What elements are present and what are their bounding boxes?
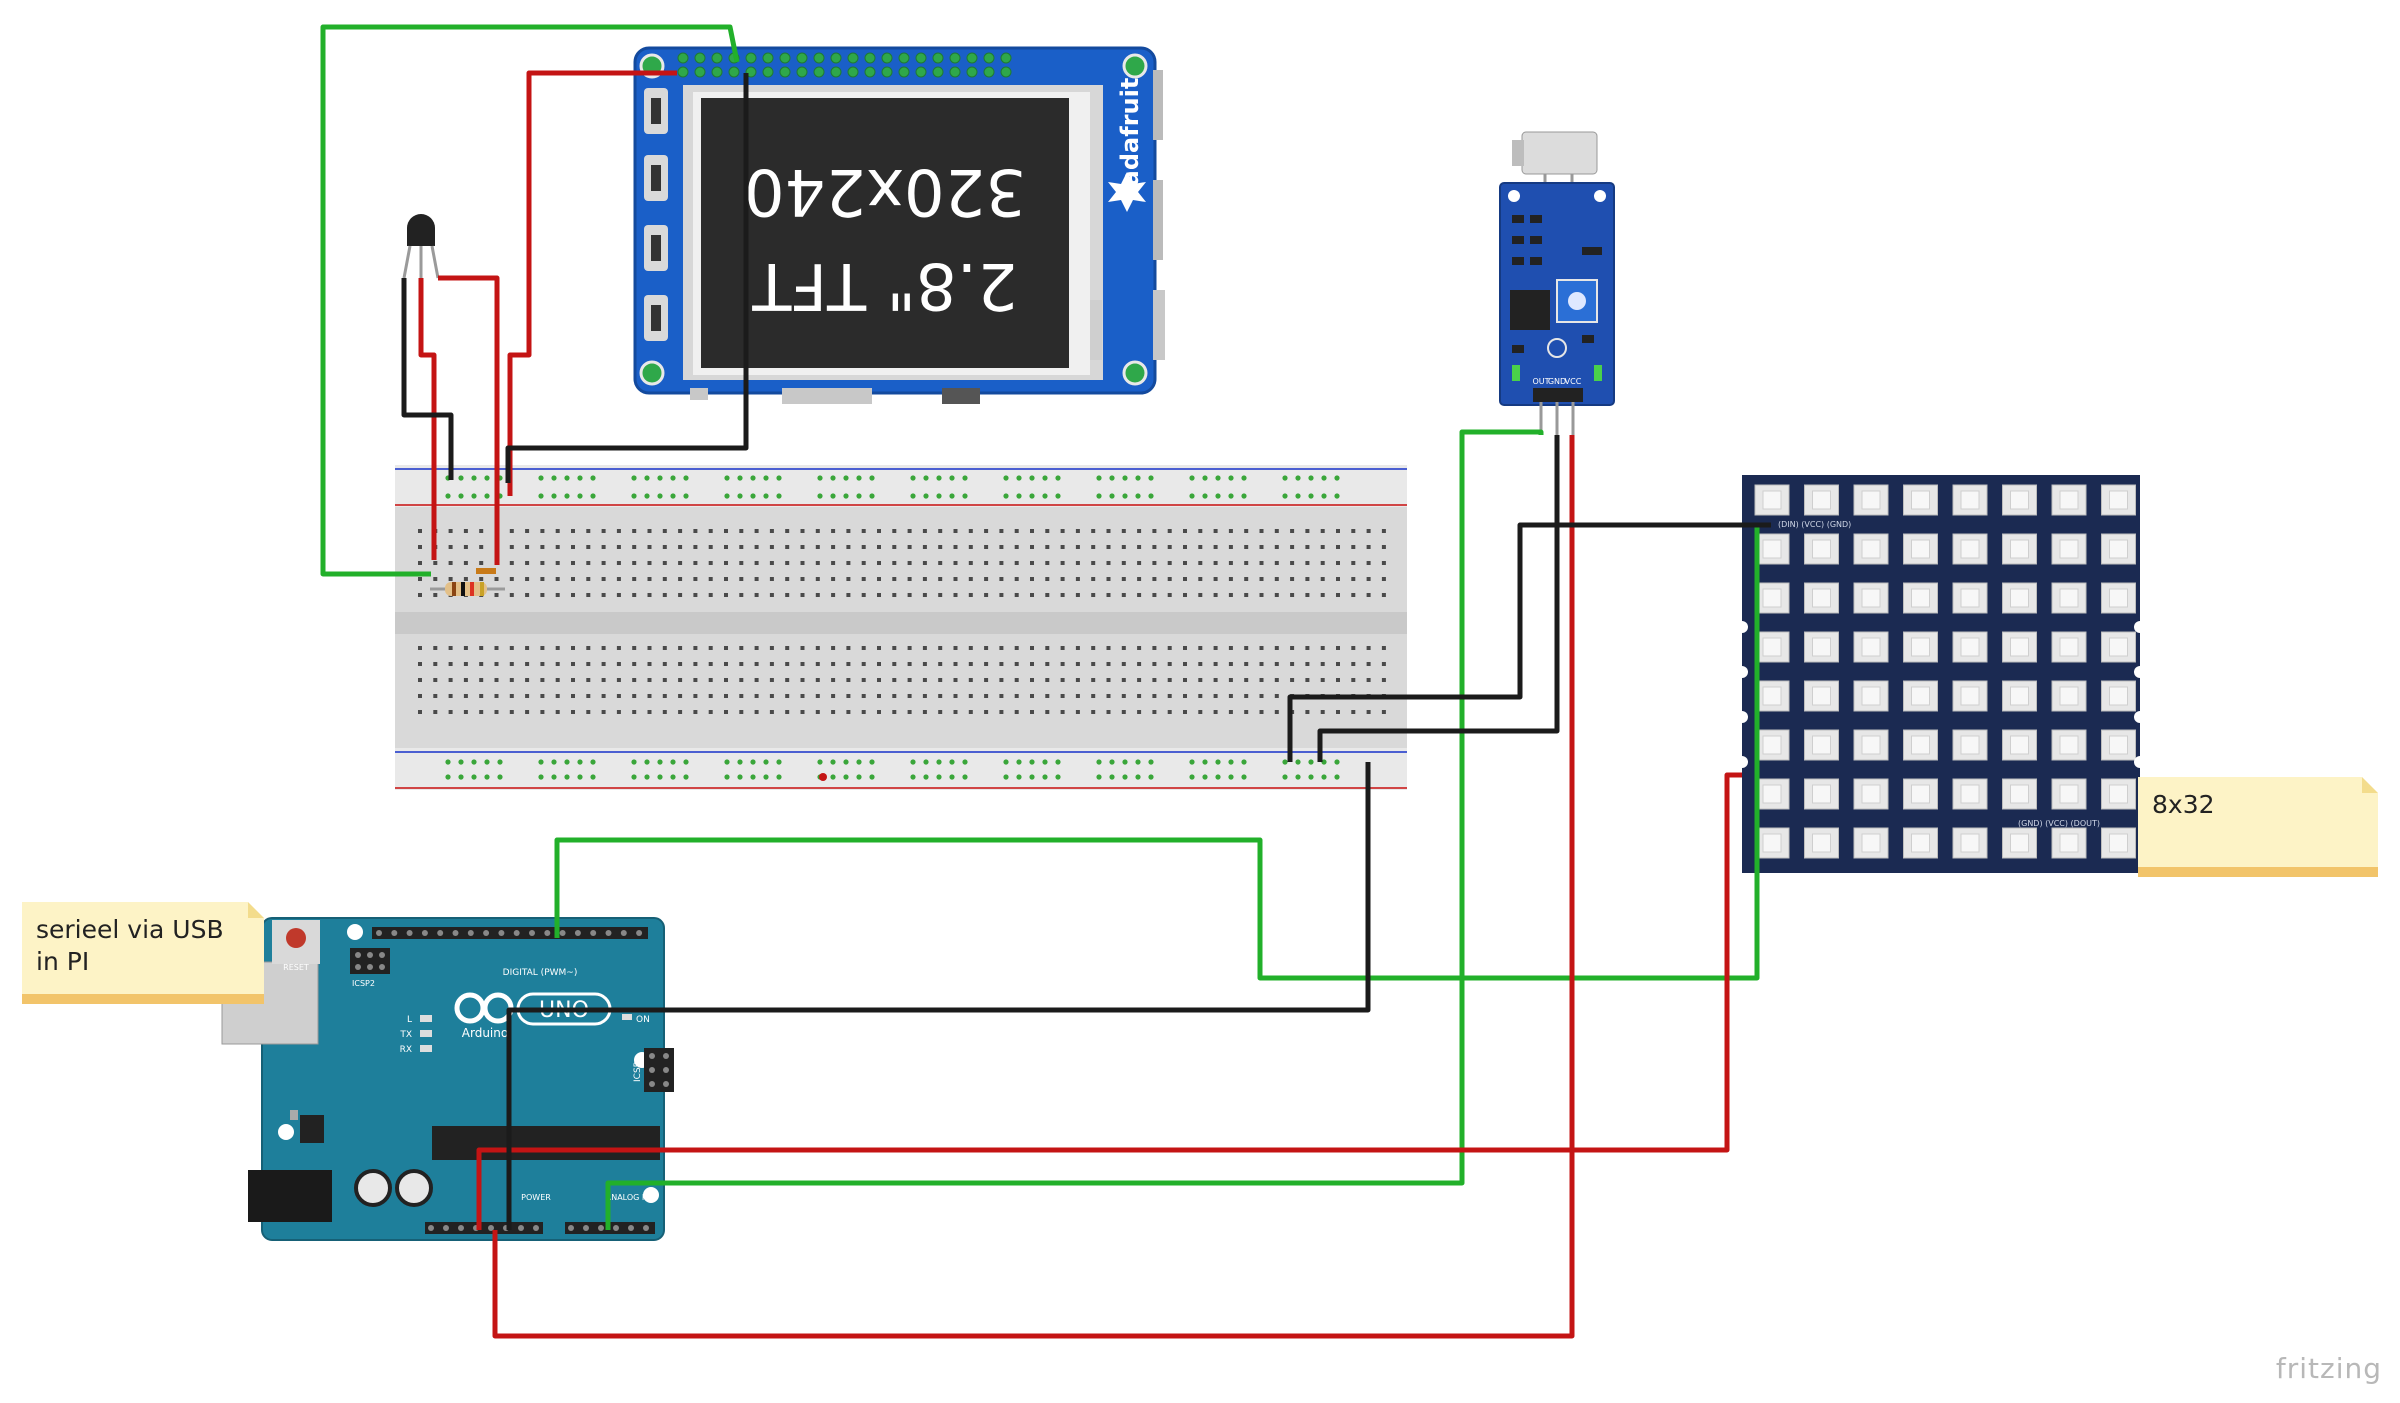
- temperature-sensor: [402, 214, 440, 279]
- led-l-label: L: [407, 1015, 412, 1025]
- red-wire-5v-to-matrix: [476, 772, 1742, 1230]
- black-wire-temp-gnd: [401, 278, 454, 480]
- matrix-led: [1754, 631, 1790, 663]
- matrix-led: [1952, 680, 1988, 712]
- reset-label: RESET: [283, 963, 309, 972]
- red-wire-temp-sensor: [438, 275, 500, 565]
- matrix-size-note: 8x32: [2138, 777, 2378, 877]
- black-wire-matrix-gnd: [1287, 522, 1771, 762]
- wires: [320, 24, 1771, 1339]
- matrix-top-pin-labels: (DIN) (VCC) (GND): [1778, 520, 1851, 529]
- arduino-brand: Arduino: [462, 1026, 508, 1040]
- led-rx-label: RX: [400, 1045, 412, 1055]
- analog-label: ANALOG IN: [606, 1193, 651, 1202]
- tft-brand-text: adafruit: [1116, 78, 1144, 187]
- serial-note-text: serieel via USB in PI: [36, 915, 224, 976]
- arduino-uno: RESET ICSP2 DIGITAL (PWM~) L TX RX UNO A…: [221, 917, 674, 1241]
- fritzing-watermark: fritzing: [2275, 1352, 2382, 1385]
- green-wire-tft-to-breadboard: [320, 24, 740, 577]
- black-wire-mic-gnd: [1317, 435, 1560, 762]
- tft-title-text: 2.8" TFT: [751, 248, 1017, 322]
- breadboard: [395, 465, 1407, 790]
- red-wire-tft-power: [507, 70, 677, 496]
- tft-side-buttons: [644, 88, 668, 341]
- led-matrix: (DIN) (VCC) (GND) (GND) (VCC) (DOUT): [1736, 475, 2146, 873]
- red-wire-resistor-link: [418, 278, 437, 560]
- serial-note: serieel via USB in PI: [22, 902, 264, 1004]
- breadboard-holes: [418, 475, 1386, 780]
- icsp-label: ICSP: [633, 1061, 643, 1082]
- black-wire-tft-gnd: [505, 73, 749, 483]
- black-wire-gnd-to-breadboard: [506, 762, 1371, 1230]
- on-label: ON: [636, 1015, 650, 1025]
- mic-pin-out: OUT: [1532, 377, 1549, 386]
- tft-display: 2.8" TFT 320x240 adafruit: [633, 46, 1165, 404]
- resistor: [430, 582, 505, 596]
- green-wire-arduino-to-matrix: [554, 525, 1760, 981]
- matrix-led: [2051, 729, 2087, 761]
- led-tx-label: TX: [399, 1030, 412, 1040]
- tft-header-pins: [677, 52, 1012, 78]
- matrix-led: [1952, 631, 1988, 663]
- tft-resolution-text: 320x240: [744, 154, 1026, 228]
- mic-pin-vcc: VCC: [1565, 377, 1582, 386]
- matrix-leds: [1754, 484, 2136, 859]
- green-wire-mic-to-analog: [605, 429, 1544, 1230]
- digital-label: DIGITAL (PWM~): [503, 968, 578, 978]
- mic-pin-gnd: GND: [1548, 377, 1566, 386]
- icsp2-label: ICSP2: [352, 979, 375, 988]
- matrix-bottom-pin-labels: (GND) (VCC) (DOUT): [2018, 819, 2100, 828]
- red-wire-5v-to-mic: [492, 435, 1575, 1339]
- matrix-size-note-text: 8x32: [2152, 790, 2215, 819]
- adafruit-flower-icon: [1108, 172, 1146, 212]
- sound-sensor-module: OUT GND VCC: [1499, 131, 1615, 435]
- power-label: POWER: [521, 1193, 551, 1202]
